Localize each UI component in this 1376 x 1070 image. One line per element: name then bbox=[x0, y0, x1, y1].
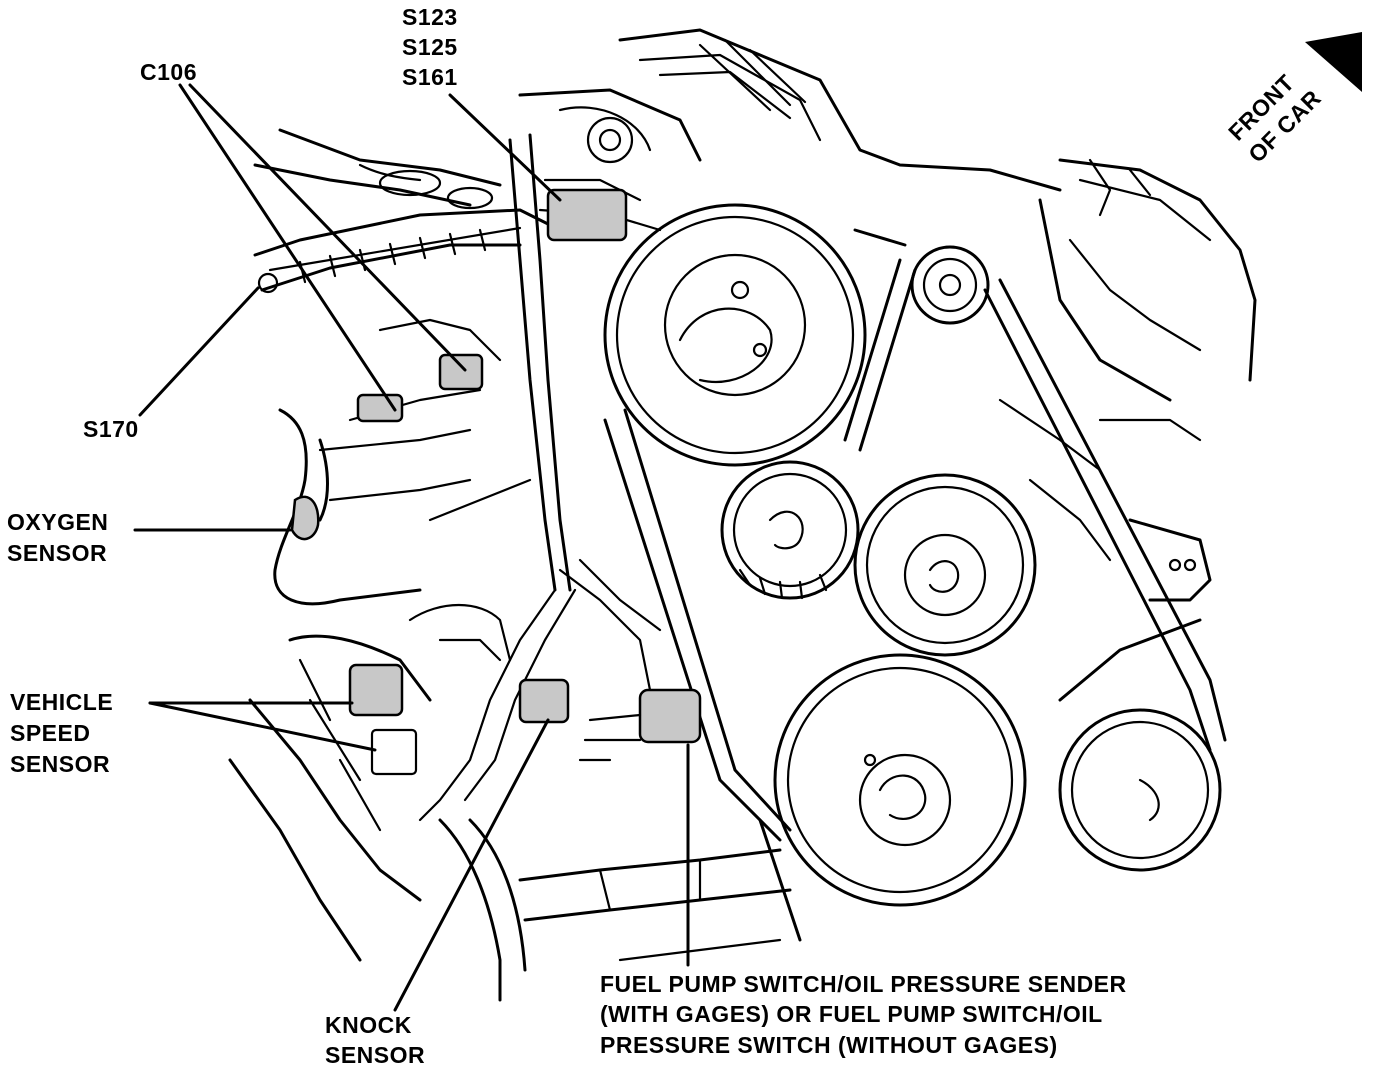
label-knock-sensor-1: KNOCK bbox=[325, 1012, 412, 1038]
ac-compressor-pulley bbox=[1058, 618, 1222, 872]
leader-knock-sensor bbox=[393, 718, 550, 1012]
leader-c106-b bbox=[188, 83, 467, 372]
serpentine-belt bbox=[603, 228, 1227, 842]
label-fuel-pump-1: FUEL PUMP SWITCH/OIL PRESSURE SENDER bbox=[600, 971, 1127, 997]
label-fuel-pump-2: (WITH GAGES) OR FUEL PUMP SWITCH/OIL bbox=[600, 1001, 1103, 1027]
leader-vss-b bbox=[148, 701, 377, 752]
label-knock-sensor-2: SENSOR bbox=[325, 1042, 425, 1068]
vehicle-speed-sensor-connector bbox=[370, 728, 418, 776]
leader-s123 bbox=[448, 93, 562, 202]
front-arrow-icon bbox=[1305, 32, 1362, 92]
engine-illustration bbox=[228, 28, 1257, 1002]
front-of-car-indicator: FRONT OF CAR bbox=[1223, 32, 1362, 168]
alternator-pulley bbox=[853, 473, 1037, 657]
idler-pulley bbox=[910, 245, 990, 325]
label-vss-2: SPEED bbox=[10, 720, 90, 746]
oxygen-sensor-body bbox=[290, 495, 320, 541]
wiring-harness bbox=[348, 133, 662, 822]
label-s161: S161 bbox=[402, 64, 458, 90]
highlighted-components bbox=[290, 188, 702, 776]
tensioner-pulley bbox=[720, 460, 860, 600]
leader-lines bbox=[133, 83, 690, 1012]
label-c106: C106 bbox=[140, 59, 197, 85]
splice-pack-s123-s125-s161 bbox=[546, 188, 628, 242]
crossmember bbox=[518, 818, 802, 962]
label-s170: S170 bbox=[83, 416, 139, 442]
upper-pulley bbox=[603, 203, 867, 467]
vehicle-speed-sensor-body bbox=[348, 663, 404, 717]
engine-block-left bbox=[228, 408, 527, 1002]
left-valve-cover bbox=[253, 128, 562, 294]
knock-sensor-body bbox=[518, 678, 570, 724]
connector-c106 bbox=[438, 353, 484, 391]
callout-labels: S123 S125 S161 C106 S170 OXYGEN SENSOR V… bbox=[7, 4, 1127, 1068]
leader-c106-a bbox=[178, 83, 397, 412]
intake-manifold bbox=[518, 28, 1062, 192]
label-vss-3: SENSOR bbox=[10, 751, 110, 777]
oil-pressure-switch-body bbox=[638, 688, 702, 744]
crankshaft-pulley bbox=[773, 653, 1027, 907]
right-accessories bbox=[998, 158, 1257, 602]
label-s125: S125 bbox=[402, 34, 458, 60]
label-vss-1: VEHICLE bbox=[10, 689, 113, 715]
leader-s170 bbox=[138, 286, 260, 417]
label-oxygen-sensor-2: SENSOR bbox=[7, 540, 107, 566]
label-s123: S123 bbox=[402, 4, 458, 30]
label-oxygen-sensor-1: OXYGEN bbox=[7, 509, 108, 535]
label-fuel-pump-3: PRESSURE SWITCH (WITHOUT GAGES) bbox=[600, 1032, 1058, 1058]
